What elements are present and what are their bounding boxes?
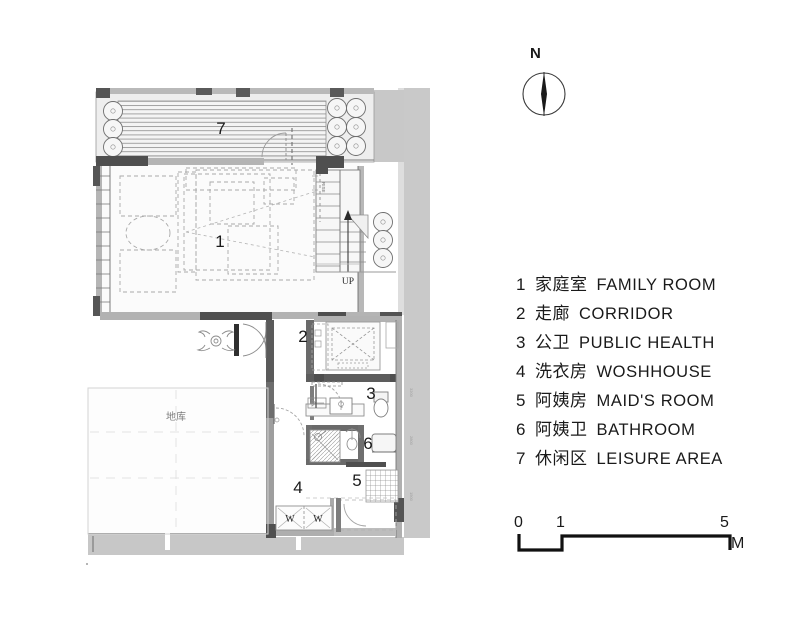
legend-label-cn: 家庭室 bbox=[535, 275, 588, 294]
legend-label-en: MAID'S ROOM bbox=[596, 392, 715, 410]
tree-symbols-stair-side bbox=[373, 212, 393, 268]
legend-item-1: 1 家庭室 FAMILY ROOM bbox=[516, 276, 781, 305]
legend-item-5: 5 阿姨房 MAID'S ROOM bbox=[516, 392, 781, 421]
legend-label-en: PUBLIC HEALTH bbox=[579, 334, 715, 352]
floor-plan-drawing: RISE UP bbox=[86, 88, 430, 565]
legend-item-4: 4 洗衣房 WOSHHOUSE bbox=[516, 363, 781, 392]
legend-label-cn: 阿姨卫 bbox=[535, 420, 588, 439]
north-arrow-icon bbox=[522, 72, 566, 116]
scale-tick-0: 0 bbox=[514, 514, 523, 531]
room-marker-4: 4 bbox=[293, 478, 302, 497]
legend-item-2: 2 走廊 CORRIDOR bbox=[516, 305, 781, 334]
room-number-markers: 7 1 2 3 4 5 6 bbox=[215, 119, 375, 497]
legend-number: 4 bbox=[516, 362, 526, 381]
basement-label: 地库 bbox=[166, 410, 186, 423]
legend-item-6: 6 阿姨卫 BATHROOM bbox=[516, 421, 781, 450]
tree-symbols-left bbox=[103, 101, 123, 157]
room-marker-2: 2 bbox=[298, 327, 307, 346]
legend-number: 2 bbox=[516, 304, 526, 323]
legend-label-cn: 阿姨房 bbox=[535, 391, 588, 410]
legend-label-cn: 休闲区 bbox=[535, 449, 588, 468]
legend-label-en: FAMILY ROOM bbox=[596, 276, 717, 294]
room-marker-1: 1 bbox=[215, 232, 224, 251]
scale-bar: 0 1 5 M bbox=[514, 510, 764, 560]
legend-label-en: LEISURE AREA bbox=[596, 450, 723, 468]
legend-label-cn: 洗衣房 bbox=[535, 362, 588, 381]
room-marker-5: 5 bbox=[352, 471, 361, 490]
legend-item-7: 7 休闲区 LEISURE AREA bbox=[516, 450, 781, 479]
room-marker-7: 7 bbox=[216, 119, 225, 138]
legend-number: 5 bbox=[516, 391, 526, 410]
north-label: N bbox=[530, 45, 541, 62]
legend-number: 3 bbox=[516, 333, 526, 352]
room-marker-3: 3 bbox=[366, 384, 375, 403]
svg-text:RISE: RISE bbox=[321, 182, 326, 193]
entry-door-and-figure bbox=[196, 322, 267, 358]
bathroom-6-fixtures bbox=[273, 404, 397, 463]
legend-label-en: CORRIDOR bbox=[579, 305, 674, 323]
svg-text:1500: 1500 bbox=[409, 492, 414, 502]
legend-number: 7 bbox=[516, 449, 526, 468]
north-arrow: N bbox=[512, 46, 572, 124]
legend-item-3: 3 公卫 PUBLIC HEALTH bbox=[516, 334, 781, 363]
edge-dimension-text: 3200 2800 1500 bbox=[409, 388, 414, 502]
legend-label-cn: 公卫 bbox=[535, 333, 570, 352]
svg-text:2800: 2800 bbox=[409, 436, 414, 446]
scale-tick-5: 5 bbox=[720, 514, 729, 531]
legend-number: 6 bbox=[516, 420, 526, 439]
scale-bar-graphic bbox=[517, 534, 732, 552]
legend: 1 家庭室 FAMILY ROOM 2 走廊 CORRIDOR 3 公卫 PUB… bbox=[516, 276, 781, 479]
legend-label-en: WOSHHOUSE bbox=[596, 363, 712, 381]
bathroom-3-fixtures bbox=[305, 381, 389, 418]
tree-symbols-right-cluster bbox=[327, 98, 366, 156]
washer-label-2: W bbox=[313, 514, 323, 525]
laundry-washers: W W bbox=[275, 505, 333, 531]
scale-unit-label: M bbox=[731, 535, 745, 552]
scale-tick-1: 1 bbox=[556, 514, 565, 531]
walls bbox=[87, 88, 404, 538]
svg-text:3200: 3200 bbox=[409, 388, 414, 398]
room-marker-6: 6 bbox=[363, 434, 372, 453]
equipment-box bbox=[311, 321, 399, 371]
stair-up-label: UP bbox=[342, 277, 354, 287]
staircase: RISE bbox=[312, 168, 396, 273]
washer-label-1: W bbox=[285, 514, 295, 525]
legend-number: 1 bbox=[516, 275, 526, 294]
legend-label-en: BATHROOM bbox=[596, 421, 696, 439]
legend-label-cn: 走廊 bbox=[535, 304, 570, 323]
